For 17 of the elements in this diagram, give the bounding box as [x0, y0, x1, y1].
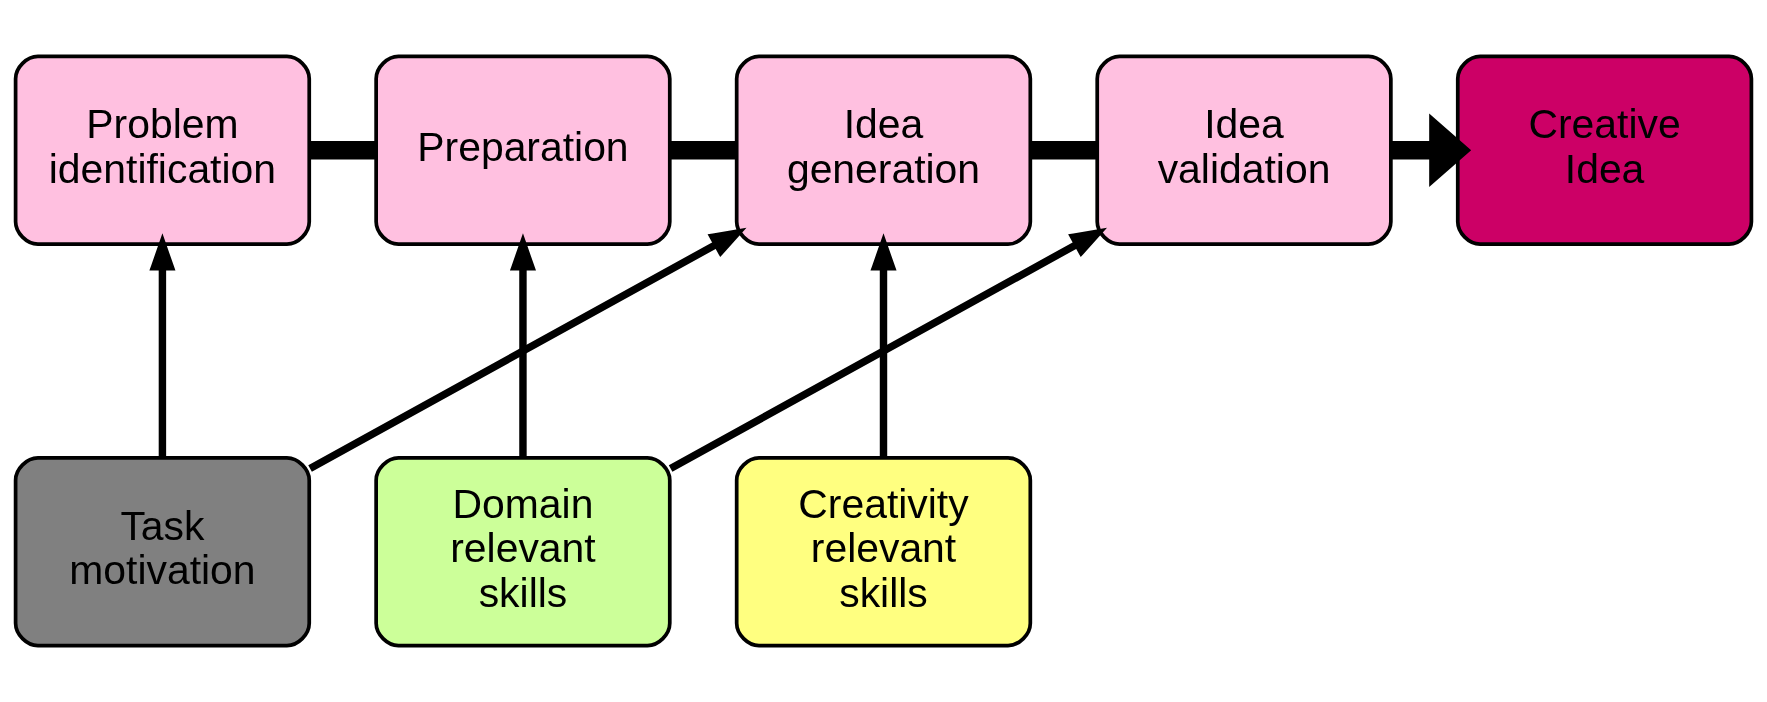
- node-box: Creativity relevant skills: [734, 456, 1033, 648]
- node-box: Domain relevant skills: [374, 456, 672, 648]
- node-box: Problem identification: [13, 54, 312, 246]
- arrow: [149, 233, 176, 458]
- node-box: Idea validation: [1095, 54, 1393, 246]
- arrow: [308, 227, 747, 472]
- arrow: [870, 233, 897, 458]
- arrow: [1391, 113, 1472, 187]
- node-box: Idea generation: [734, 54, 1033, 246]
- connector: [309, 141, 376, 160]
- connector: [1030, 141, 1097, 160]
- node-box: Preparation: [374, 54, 672, 246]
- connector: [670, 141, 736, 160]
- node-box: Creative Idea: [1455, 54, 1754, 246]
- arrow: [668, 227, 1108, 472]
- node-box: Task motivation: [13, 456, 312, 648]
- arrow: [509, 233, 536, 458]
